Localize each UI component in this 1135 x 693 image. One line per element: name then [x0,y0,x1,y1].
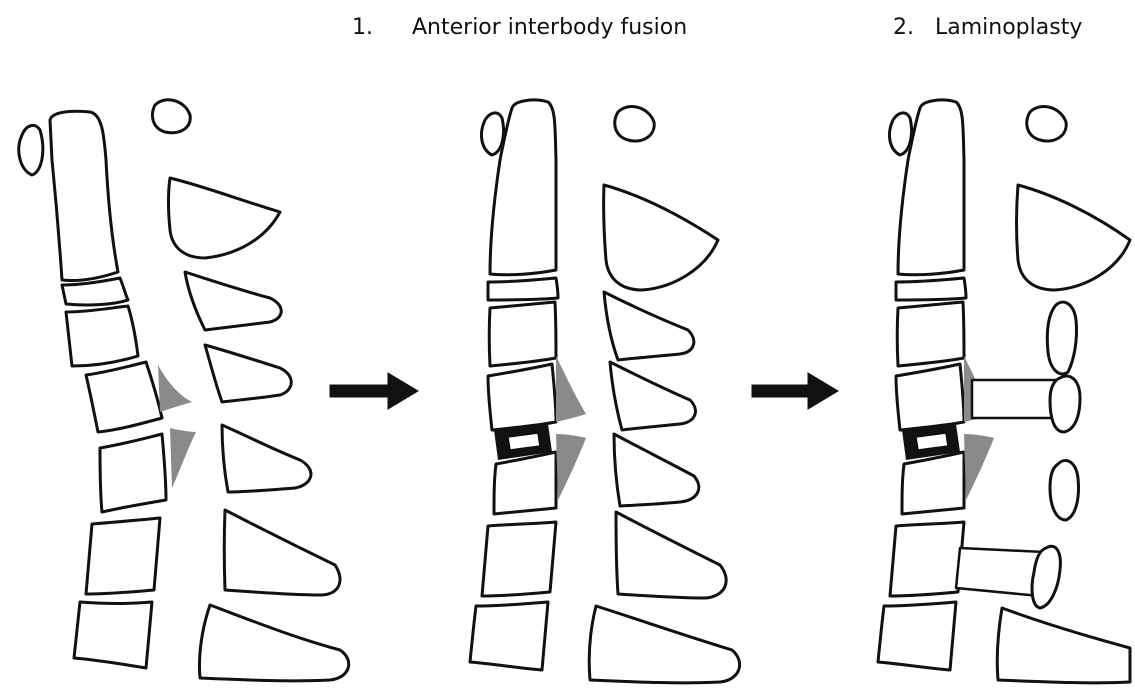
vertebra-c7 [74,602,152,668]
vertebra-c5 [494,452,556,514]
vertebra-c2-lower [62,278,128,305]
right-arrow-2 [752,373,838,409]
lamina-c6 [224,510,340,595]
panel-anterior-fusion [470,100,740,683]
vertebra-c6 [890,522,964,596]
c1-posterior-arch [615,107,654,141]
step-2-title: Laminoplasty [935,15,1082,40]
ossified-ligament-lower [964,434,994,500]
vertebra-c2-lower [896,278,966,300]
c1-posterior-arch [152,100,190,133]
c2-spinous-process [1017,185,1131,290]
lamina-c7 [589,606,739,683]
vertebra-c2-lower [488,278,558,300]
vertebra-c6 [86,518,160,594]
vertebra-c5 [100,434,166,512]
lamina-c5 [222,425,311,492]
vertebra-c4 [488,364,556,430]
step-2-number: 2. [893,15,914,40]
atlas-anterior-arch [19,125,43,175]
vertebra-c3 [897,302,964,366]
step-1-title: Anterior interbody fusion [412,15,687,40]
vertebra-c5 [902,452,964,514]
vertebra-c3 [489,302,556,366]
laminoplasty-spacer-c4 [972,380,1058,418]
ossified-ligament-upper [158,365,192,412]
panel-preoperative [19,100,349,681]
c2-spinous-process [169,178,281,258]
ossified-ligament-lower [170,428,196,488]
right-arrow-1 [330,373,418,409]
lamina-c3-elevated [1047,302,1076,374]
lamina-c4 [205,345,291,402]
lamina-c5-elevated [1050,460,1079,520]
vertebra-c7 [470,602,548,670]
ossified-ligament-upper [556,356,586,422]
ossified-ligament-lower [556,434,586,500]
lamina-c7 [997,608,1130,683]
lamina-c7 [199,605,348,681]
lamina-c4 [610,362,695,430]
lamina-c4-elevated [1050,376,1080,432]
vertebra-c3 [66,306,138,366]
lamina-c3 [185,272,281,330]
vertebra-c4 [896,364,964,430]
c1-posterior-arch [1027,107,1066,141]
vertebra-c4 [86,362,162,432]
lamina-c5 [614,434,699,506]
atlas-anterior-arch [481,113,503,155]
c2-dens [50,111,118,280]
atlas-anterior-arch [889,113,911,155]
step-1-number: 1. [352,15,373,40]
vertebra-c6 [482,522,556,596]
vertebra-c7 [878,602,956,670]
lamina-c3 [604,292,694,360]
panel-laminoplasty [878,100,1130,683]
lamina-c6 [616,512,726,598]
c2-spinous-process [604,185,718,290]
